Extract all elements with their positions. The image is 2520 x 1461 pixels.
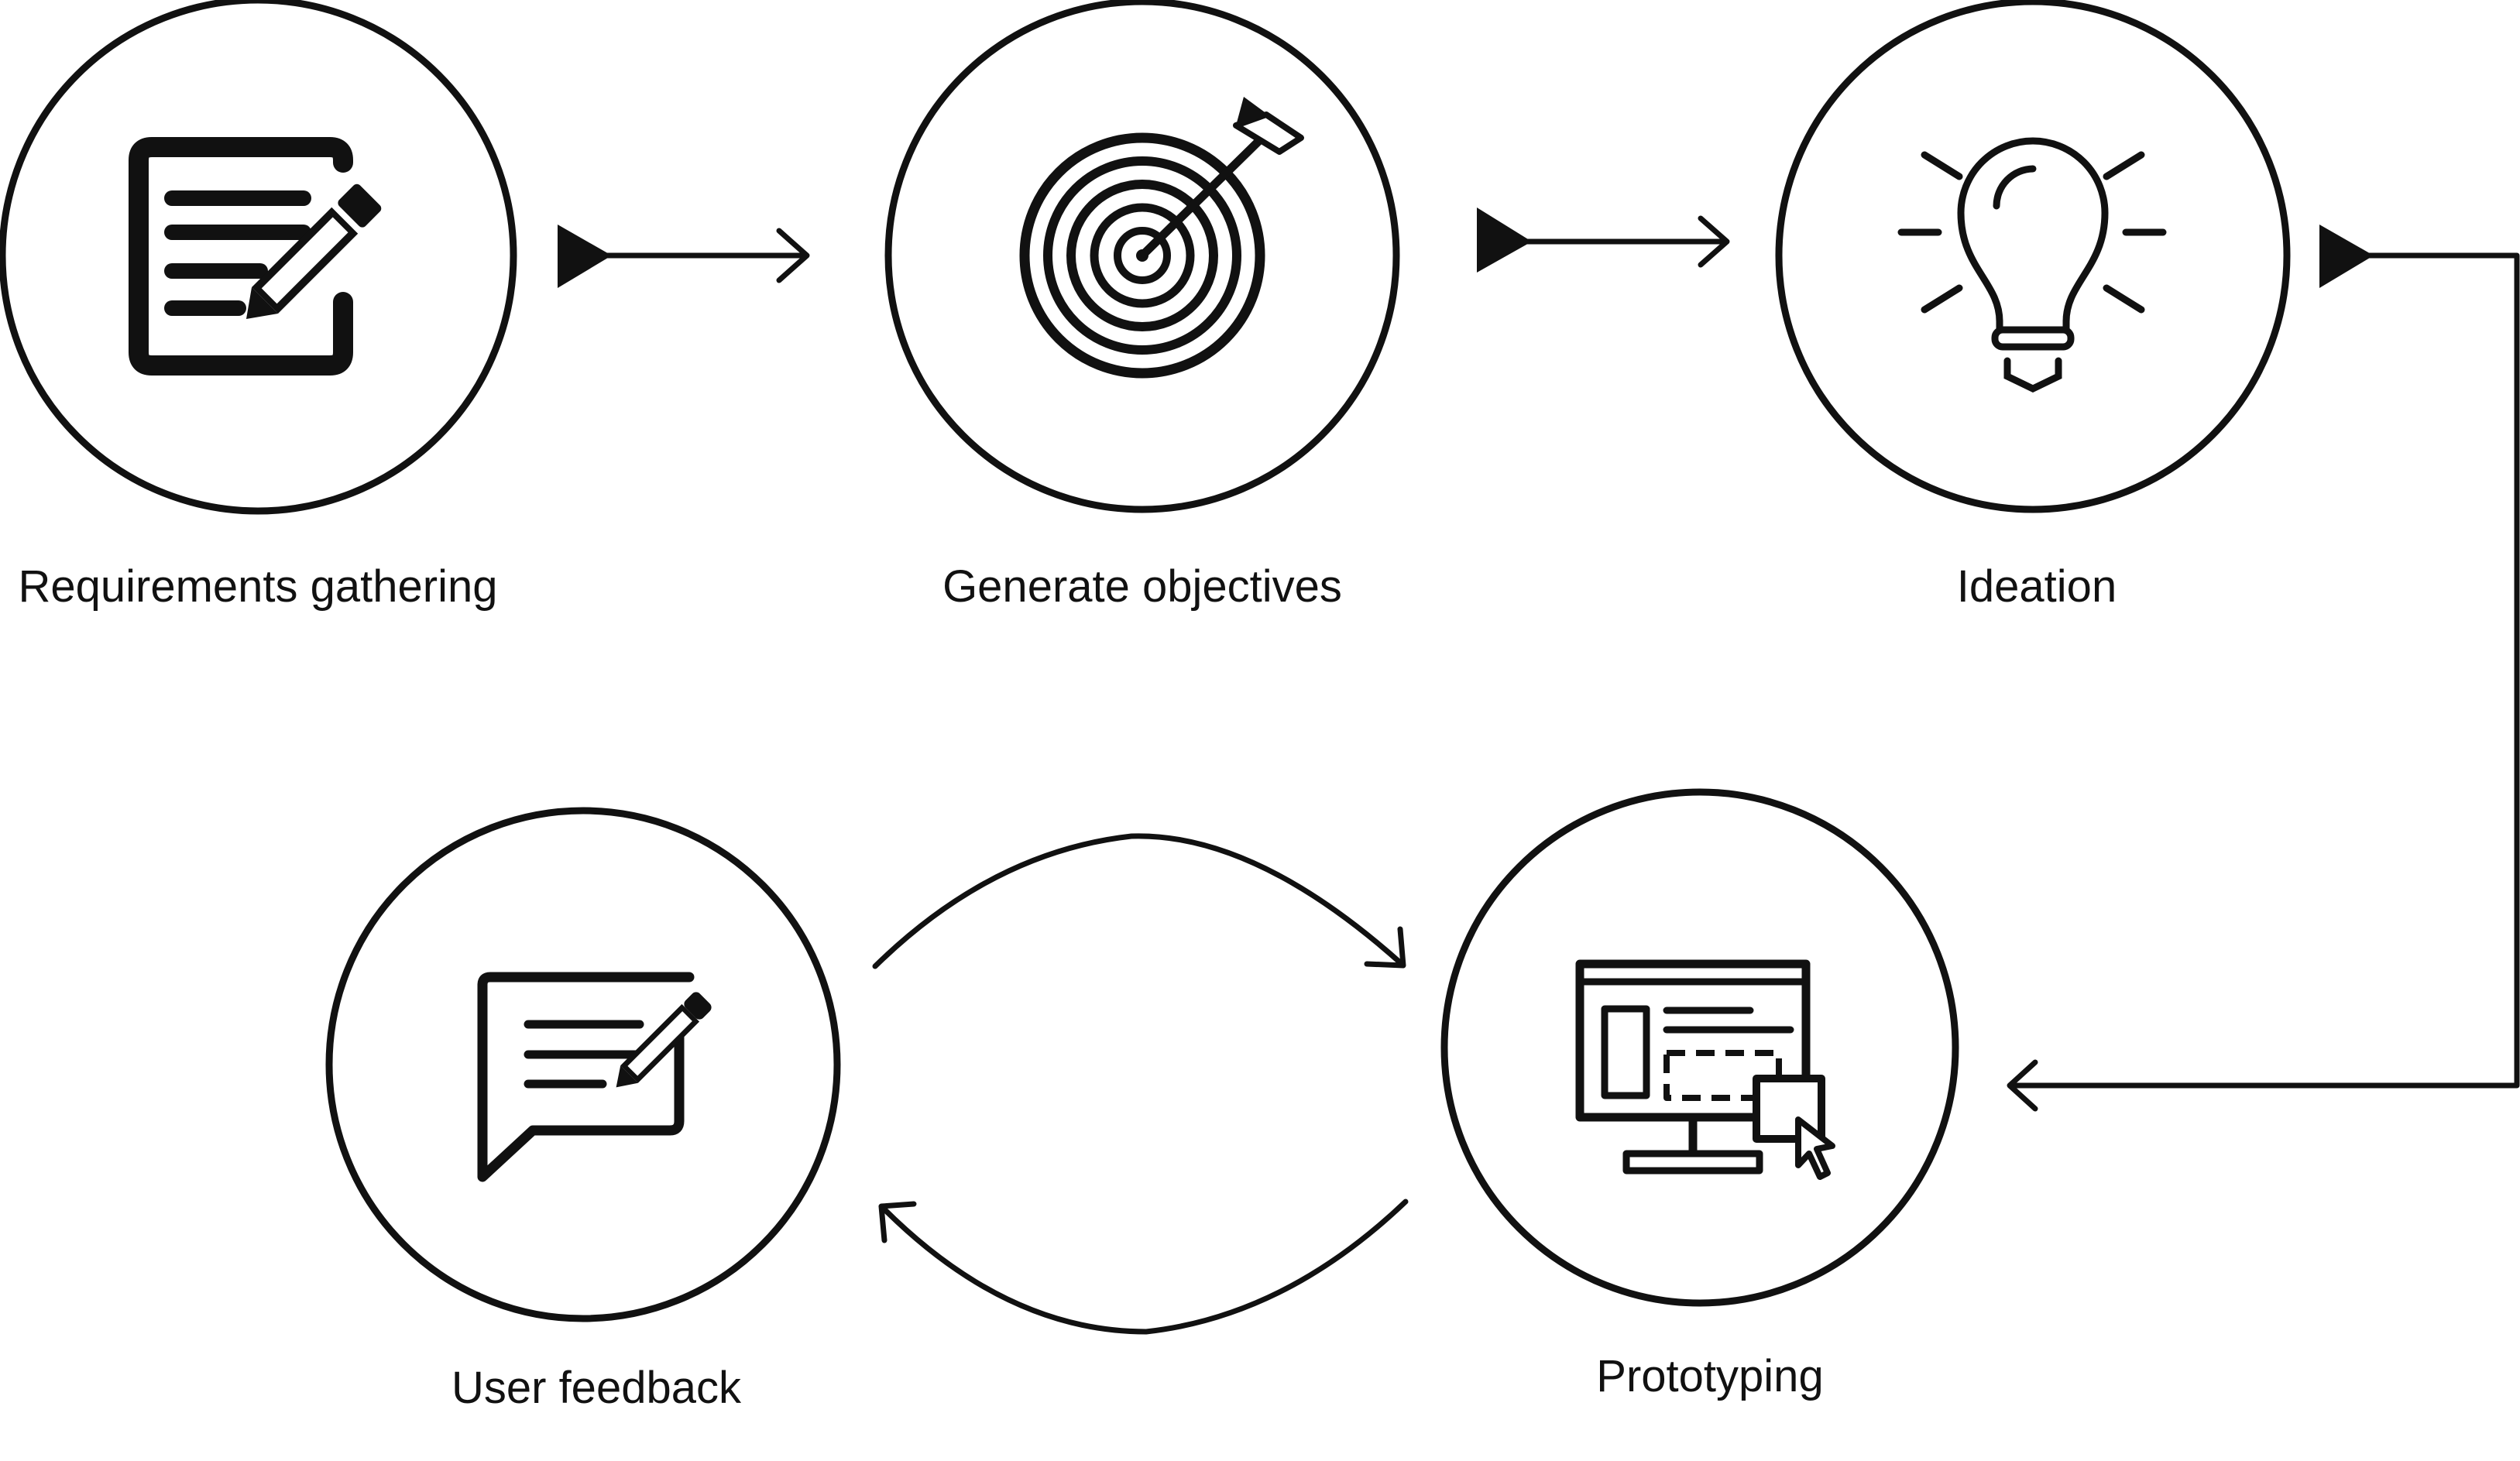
stage-circle-prototyping <box>1440 788 1959 1307</box>
arrow-tail-triangle-icon <box>558 225 612 288</box>
stage-circle-user-feedback <box>325 807 841 1322</box>
arrowhead-open-icon <box>1698 215 1730 268</box>
connector-ideation-to-prototyping <box>2010 252 2520 1089</box>
prototype-monitor-icon <box>1575 959 1835 1180</box>
stage-circle-objectives <box>884 0 1400 513</box>
arrowhead-open-icon <box>2007 1059 2038 1112</box>
document-edit-icon <box>129 137 382 376</box>
stage-label-objectives: Generate objectives <box>942 561 1342 612</box>
stage-circle-ideation <box>1775 0 2291 513</box>
connector-prototyping-to-feedback <box>880 1199 1409 1335</box>
arrow-tail-triangle-icon <box>1477 207 1532 273</box>
stage-label-user-feedback: User feedback <box>451 1363 742 1413</box>
feedback-bubble-icon <box>477 972 712 1182</box>
arrowhead-open-icon <box>1364 926 1406 969</box>
lightbulb-icon <box>1897 137 2167 393</box>
arrow-tail-triangle-icon <box>2319 225 2374 288</box>
arrowhead-open-icon <box>878 1201 917 1243</box>
connector-feedback-to-prototyping <box>872 833 1405 969</box>
target-arrow-icon <box>1019 97 1304 379</box>
stage-circle-requirements <box>0 0 517 515</box>
arrowhead-open-icon <box>776 228 810 283</box>
stage-label-requirements: Requirements gathering <box>18 561 497 612</box>
stage-label-ideation: Ideation <box>1957 561 2117 612</box>
stage-label-prototyping: Prototyping <box>1596 1351 1823 1401</box>
